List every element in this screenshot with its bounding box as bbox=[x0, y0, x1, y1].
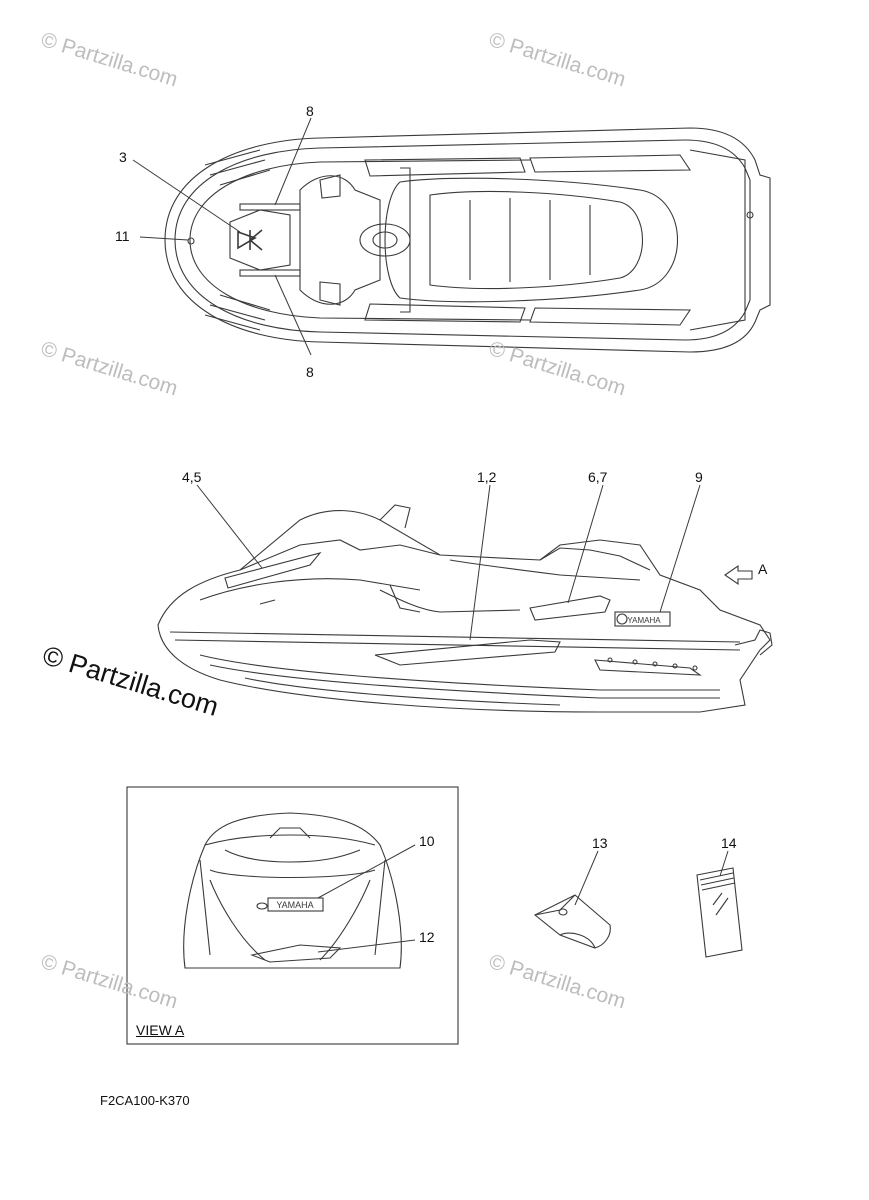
view-a-leaders bbox=[317, 844, 416, 953]
item-13-leader bbox=[574, 850, 599, 906]
bow-decal-bottom bbox=[239, 269, 301, 277]
callout-a: A bbox=[758, 561, 768, 577]
callout-13: 13 bbox=[592, 835, 608, 851]
view-a-rear bbox=[183, 812, 402, 969]
side-view-hull bbox=[157, 504, 773, 713]
callout-10: 10 bbox=[419, 833, 435, 849]
top-view-hull bbox=[164, 127, 771, 353]
yamaha-rear-decal-text: YAMAHA bbox=[276, 900, 313, 910]
diagram-code: F2CA100-K370 bbox=[100, 1093, 190, 1108]
item-14-leader bbox=[719, 850, 729, 877]
fx-decal bbox=[374, 639, 561, 666]
callout-4-5: 4,5 bbox=[182, 469, 202, 485]
view-a-label: VIEW A bbox=[136, 1022, 185, 1038]
yamaha-rear-decal bbox=[267, 897, 324, 912]
callout-1-2: 1,2 bbox=[477, 469, 497, 485]
callout-6-7: 6,7 bbox=[588, 469, 608, 485]
rear-model-decal bbox=[250, 944, 342, 963]
front-decal bbox=[224, 552, 322, 589]
callout-8-top: 8 bbox=[306, 103, 314, 119]
item-14-bag bbox=[696, 867, 743, 958]
view-a-arrow bbox=[724, 564, 753, 586]
view-a-frame bbox=[126, 786, 459, 1045]
callout-9: 9 bbox=[695, 469, 703, 485]
yamaha-side-decal-text: YAMAHA bbox=[627, 616, 661, 625]
side-view-leaders bbox=[196, 484, 701, 641]
callout-3: 3 bbox=[119, 149, 127, 165]
yamaha-side-decal bbox=[614, 611, 671, 627]
callout-8-bottom: 8 bbox=[306, 364, 314, 380]
callout-14: 14 bbox=[721, 835, 737, 851]
model-decal bbox=[529, 595, 611, 621]
top-view-leaders bbox=[132, 117, 312, 356]
callout-11: 11 bbox=[115, 228, 130, 244]
bow-decal-top bbox=[239, 203, 301, 211]
item-13-pouch bbox=[533, 894, 611, 949]
callout-12: 12 bbox=[419, 929, 435, 945]
